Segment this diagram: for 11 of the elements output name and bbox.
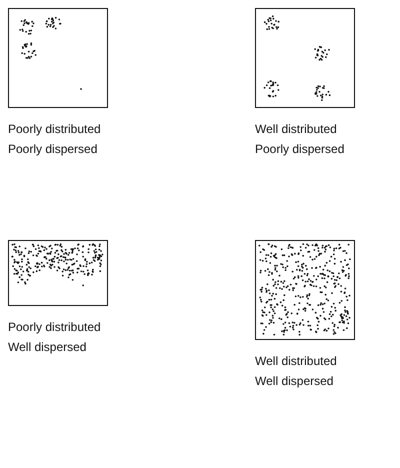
- node-label: Poorly distributed: [8, 122, 101, 137]
- node-label: Well dispersed: [8, 340, 86, 355]
- node-label: Poorly distributed: [8, 320, 101, 335]
- dispersion-panel: [8, 240, 108, 306]
- dispersion-panel: [255, 8, 355, 108]
- node-label: Well distributed: [255, 122, 337, 137]
- node-label: Well distributed: [255, 354, 337, 369]
- node-label: Well dispersed: [255, 374, 334, 389]
- dispersion-panel: [8, 8, 108, 108]
- node-label: Poorly dispersed: [255, 142, 344, 157]
- node-label: Poorly dispersed: [8, 142, 98, 157]
